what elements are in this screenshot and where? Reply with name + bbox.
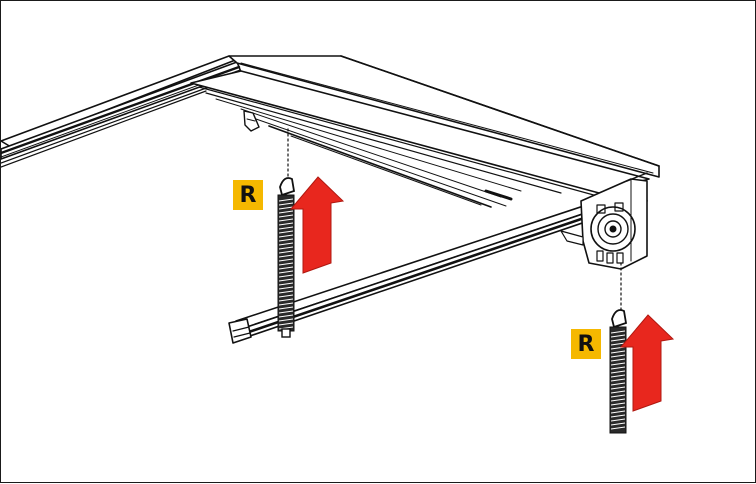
spring-coil [278,230,294,234]
spring-coil [610,418,626,422]
spring-coil [610,350,626,354]
spring-coil [278,246,294,250]
spring-coil [278,282,294,286]
spring-coil [610,390,626,394]
spring-coil [278,226,294,230]
spring-coil [278,262,294,266]
spring-coil [278,206,294,210]
top-cover [228,55,660,178]
spring-coil [278,258,294,262]
badge-left-bg [233,180,263,210]
spring-coil [278,302,294,306]
spring-coil [278,214,294,218]
left-bracket [243,110,260,132]
spring-coil [278,202,294,206]
spring-coil [278,286,294,290]
spring-coil [610,374,626,378]
spring-coil [278,318,294,322]
spring-coil [278,218,294,222]
spring-coil [278,198,294,202]
up-arrow-icon [619,314,675,412]
spring-coil [610,402,626,406]
spring-coil [610,422,626,426]
spring-coil [278,322,294,326]
spring-coil [278,274,294,278]
spring-coil [278,234,294,238]
spring-coil [610,366,626,370]
spring-coil [278,266,294,270]
spring-coil [610,426,626,430]
spring-coil [610,354,626,358]
spring-coil [278,242,294,246]
left-spring [277,177,296,338]
spring-coil [278,306,294,310]
spring-coil [278,294,294,298]
spring-coil [610,370,626,374]
spring-coil [610,378,626,382]
spring-coil [610,358,626,362]
spring-coil [278,290,294,294]
spring-coil [278,238,294,242]
spring-label-right: R [577,331,595,357]
spring-coil [610,394,626,398]
right-spring [609,309,628,434]
cross-bar [228,186,648,344]
up-arrow-icon [289,176,345,274]
spring-label-left: R [239,182,257,208]
spring-coil [610,338,626,342]
spring-coil [610,342,626,346]
spring-coil [610,386,626,390]
spring-coil [610,410,626,414]
right-end-housing [560,172,648,270]
spring-coil [278,314,294,318]
coil-spring-icon [277,177,296,338]
spring-coil [278,222,294,226]
spring-coil [278,310,294,314]
spring-coil [278,278,294,282]
spring-coil [610,398,626,402]
spring-coil [610,330,626,334]
coil-spring-icon [609,309,628,434]
spring-coil [278,250,294,254]
spring-coil [610,382,626,386]
spring-coil [278,270,294,274]
roller-profile [190,70,650,208]
spring-coil [610,362,626,366]
left-rail [1,55,242,168]
spring-coil [610,334,626,338]
badge-right-bg [571,329,601,359]
spring-coil [278,210,294,214]
spring-coil [278,298,294,302]
spring-coil [278,254,294,258]
spring-coil [610,414,626,418]
spring-coil [610,406,626,410]
